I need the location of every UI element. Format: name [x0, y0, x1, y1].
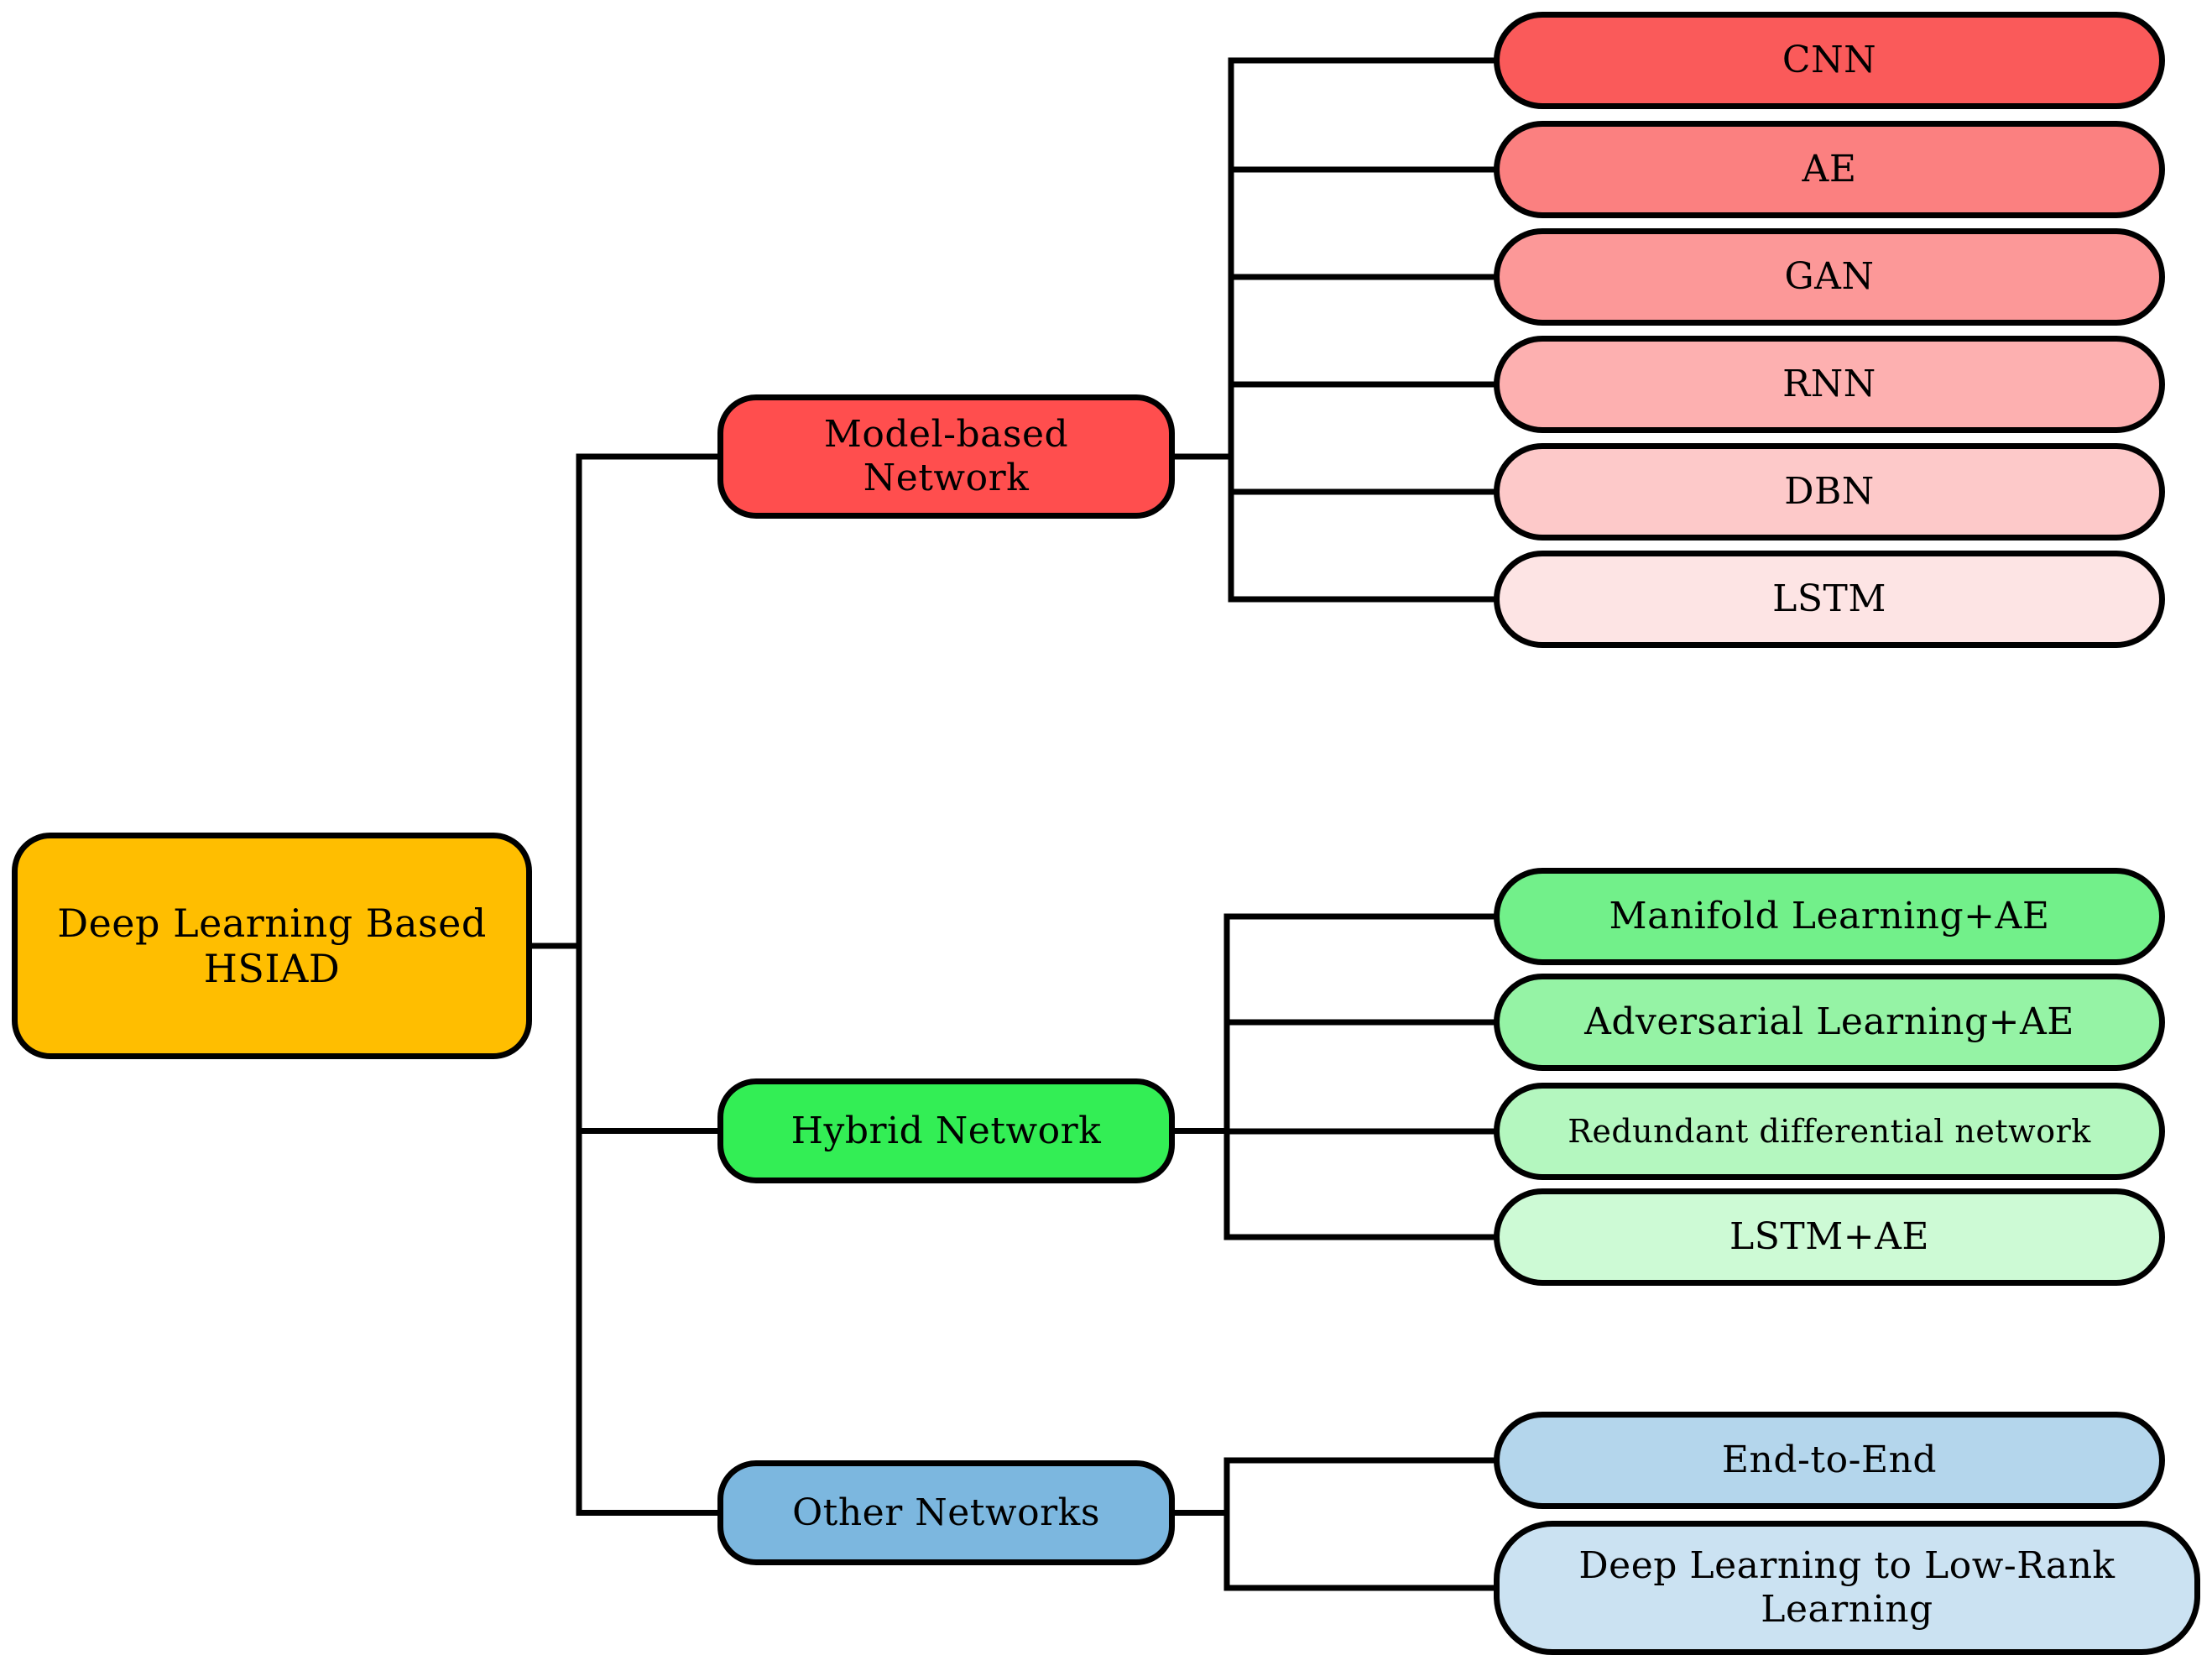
- leaf-node-rnn[interactable]: RNN: [1494, 336, 2165, 433]
- category-node-model-based-network[interactable]: Model-based Network: [717, 394, 1175, 519]
- leaf-node-adversarial-learning-plus-ae[interactable]: Adversarial Learning+AE: [1494, 974, 2165, 1071]
- root-node-deep-learning-based-hsiad[interactable]: Deep Learning Based HSIAD: [12, 833, 532, 1059]
- category-node-other-networks[interactable]: Other Networks: [717, 1460, 1175, 1565]
- leaf-node-dbn[interactable]: DBN: [1494, 443, 2165, 540]
- leaf-node-cnn[interactable]: CNN: [1494, 12, 2165, 109]
- leaf-node-lstm-plus-ae[interactable]: LSTM+AE: [1494, 1188, 2165, 1286]
- leaf-node-lstm[interactable]: LSTM: [1494, 551, 2165, 648]
- leaf-node-gan[interactable]: GAN: [1494, 228, 2165, 326]
- leaf-node-ae[interactable]: AE: [1494, 121, 2165, 218]
- leaf-node-redundant-differential-network[interactable]: Redundant differential network: [1494, 1083, 2165, 1180]
- category-node-hybrid-network[interactable]: Hybrid Network: [717, 1078, 1175, 1183]
- leaf-node-manifold-learning-plus-ae[interactable]: Manifold Learning+AE: [1494, 868, 2165, 965]
- leaf-node-deep-learning-to-low-rank-learning[interactable]: Deep Learning to Low-Rank Learning: [1494, 1521, 2200, 1655]
- leaf-node-end-to-end[interactable]: End-to-End: [1494, 1412, 2165, 1509]
